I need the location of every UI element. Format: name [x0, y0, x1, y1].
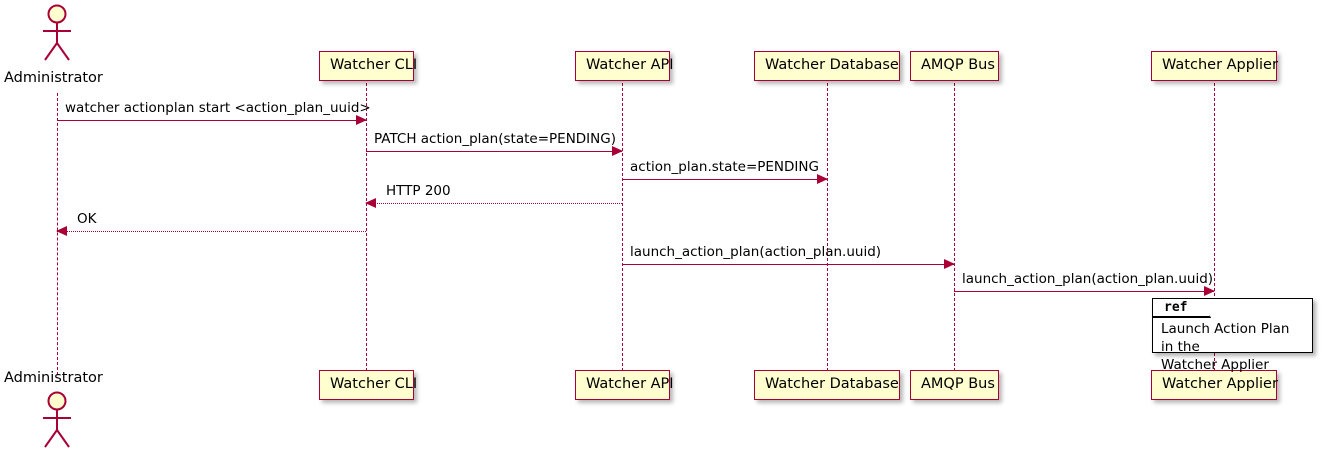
arrowhead-right-icon [817, 174, 828, 184]
arrowhead-left-icon [56, 226, 67, 236]
message-label: launch_action_plan(action_plan.uuid) [630, 244, 882, 261]
participant-amqp-bus-top[interactable]: AMQP Bus [910, 51, 999, 81]
participant-watcher-api-bottom[interactable]: Watcher API [575, 370, 674, 400]
message-line [366, 151, 622, 152]
actor-administrator-bottom [31, 390, 83, 452]
lifeline-amqp-bus [954, 83, 955, 371]
arrowhead-right-icon [944, 259, 955, 269]
arrowhead-right-icon [356, 115, 367, 125]
participant-watcher-api-top[interactable]: Watcher API [575, 51, 674, 81]
ref-fragment-keyword: ref [1164, 300, 1188, 315]
message-line [57, 120, 366, 121]
lifeline-watcher-api [622, 83, 623, 371]
message-label: action_plan.state=PENDING [630, 159, 819, 176]
arrowhead-left-icon [365, 198, 376, 208]
message-line [622, 179, 827, 180]
actor-figure-icon [43, 391, 71, 448]
actor-label-administrator-bottom: Administrator [4, 370, 103, 386]
participant-watcher-applier-top[interactable]: Watcher Applier [1151, 51, 1278, 81]
message-label: HTTP 200 [386, 183, 451, 200]
participant-watcher-database-bottom[interactable]: Watcher Database [754, 370, 900, 400]
message-line [954, 291, 1214, 292]
message-label: PATCH action_plan(state=PENDING) [374, 131, 616, 148]
message-label: launch_action_plan(action_plan.uuid) [962, 271, 1214, 288]
message-line [57, 231, 366, 232]
lifeline-watcher-database [827, 83, 828, 371]
ref-fragment-text-line-2: Watcher Applier [1161, 356, 1269, 373]
ref-fragment-text: Launch Action Plan in the Watcher Applie… [1161, 321, 1306, 374]
ref-fragment[interactable]: ref Launch Action Plan in the Watcher Ap… [1152, 298, 1313, 373]
actor-administrator-top [31, 3, 83, 65]
participant-watcher-applier-bottom[interactable]: Watcher Applier [1151, 370, 1278, 400]
participant-watcher-database-top[interactable]: Watcher Database [754, 51, 900, 81]
actor-label-administrator-top: Administrator [4, 70, 103, 86]
lifeline-watcher-applier [1214, 83, 1215, 371]
message-line [366, 203, 622, 204]
arrowhead-right-icon [612, 146, 623, 156]
arrowhead-right-icon [1204, 286, 1215, 296]
message-label: watcher actionplan start <action_plan_uu… [65, 100, 371, 117]
participant-watcher-cli-top[interactable]: Watcher CLI [319, 51, 417, 81]
participant-watcher-cli-bottom[interactable]: Watcher CLI [319, 370, 417, 400]
actor-figure-icon [43, 4, 71, 61]
message-line [622, 264, 954, 265]
message-label: OK [77, 211, 97, 228]
participant-amqp-bus-bottom[interactable]: AMQP Bus [910, 370, 999, 400]
lifeline-watcher-cli [366, 83, 367, 371]
ref-fragment-text-line-1: Launch Action Plan in the [1161, 321, 1290, 355]
